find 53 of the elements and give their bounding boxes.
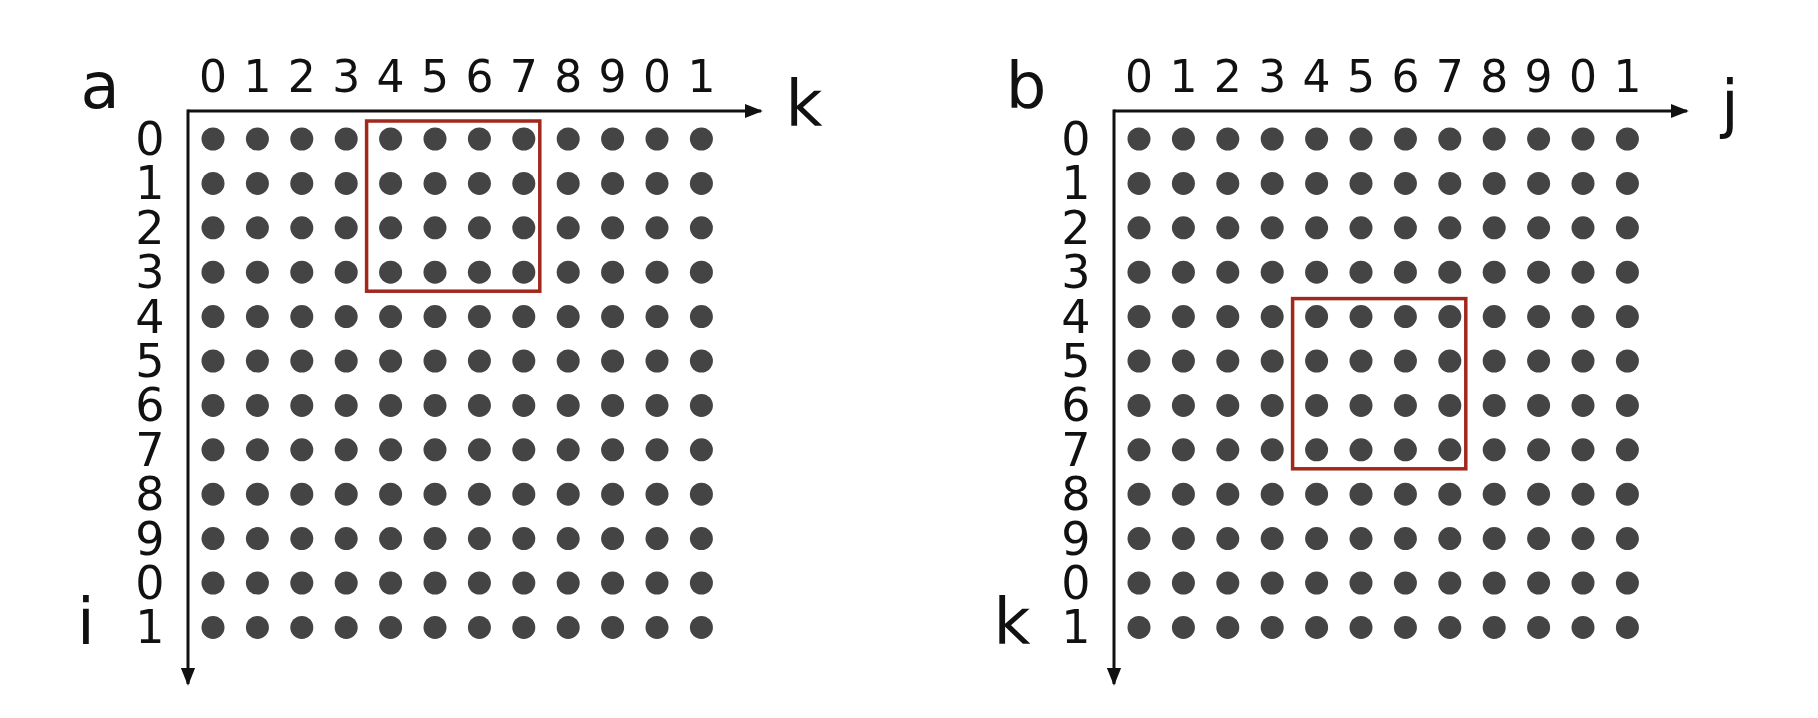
row-index: 7 xyxy=(135,426,165,473)
column-index: 1 xyxy=(1169,55,1198,99)
column-index: 9 xyxy=(1524,55,1553,99)
column-index: 3 xyxy=(332,55,361,99)
row-index: 1 xyxy=(1061,604,1091,651)
row-index: 6 xyxy=(1061,382,1091,429)
row-index: 9 xyxy=(1061,515,1091,562)
column-index: 7 xyxy=(1435,55,1464,99)
row-index: 4 xyxy=(135,293,165,340)
column-index: 0 xyxy=(1125,55,1153,99)
column-index: 8 xyxy=(1480,55,1509,99)
column-index: 5 xyxy=(1347,55,1375,99)
column-index: 2 xyxy=(1213,55,1242,99)
panel-letter: b xyxy=(1005,54,1047,118)
column-index: 6 xyxy=(465,55,494,99)
row-index: 2 xyxy=(1061,204,1091,251)
column-index: 1 xyxy=(687,55,716,99)
row-index: 8 xyxy=(135,471,165,518)
row-index: 5 xyxy=(135,338,165,384)
row-index: 0 xyxy=(135,560,165,606)
column-index: 8 xyxy=(554,55,583,99)
row-index: 0 xyxy=(135,116,165,162)
column-index: 2 xyxy=(287,55,316,99)
row-index: 1 xyxy=(135,604,165,651)
column-index: 4 xyxy=(376,55,405,99)
column-index: 4 xyxy=(1302,55,1331,99)
row-index: 2 xyxy=(135,204,165,251)
axis-label: k xyxy=(993,590,1031,654)
row-index: 9 xyxy=(135,515,165,562)
column-index: 1 xyxy=(1613,55,1642,99)
column-index: 3 xyxy=(1258,55,1287,99)
row-index: 5 xyxy=(1061,338,1091,384)
row-index: 0 xyxy=(1061,116,1091,162)
column-index: 6 xyxy=(1391,55,1420,99)
column-index: 5 xyxy=(421,55,449,99)
column-index: 0 xyxy=(199,55,227,99)
row-index: 3 xyxy=(135,249,165,296)
row-index: 7 xyxy=(1061,426,1091,473)
axis-label: i xyxy=(77,590,95,654)
row-index: 1 xyxy=(135,160,165,207)
column-index: 0 xyxy=(643,55,671,99)
row-index: 8 xyxy=(1061,471,1091,518)
row-index: 3 xyxy=(1061,249,1091,296)
row-index: 0 xyxy=(1061,560,1091,606)
panel-letter: a xyxy=(80,54,120,118)
column-index: 7 xyxy=(509,55,538,99)
row-index: 4 xyxy=(1061,293,1091,340)
column-index: 9 xyxy=(598,55,627,99)
column-index: 0 xyxy=(1569,55,1597,99)
row-index: 1 xyxy=(1061,160,1091,207)
column-index: 1 xyxy=(243,55,272,99)
row-index: 6 xyxy=(135,382,165,429)
axis-label: k xyxy=(785,72,823,136)
